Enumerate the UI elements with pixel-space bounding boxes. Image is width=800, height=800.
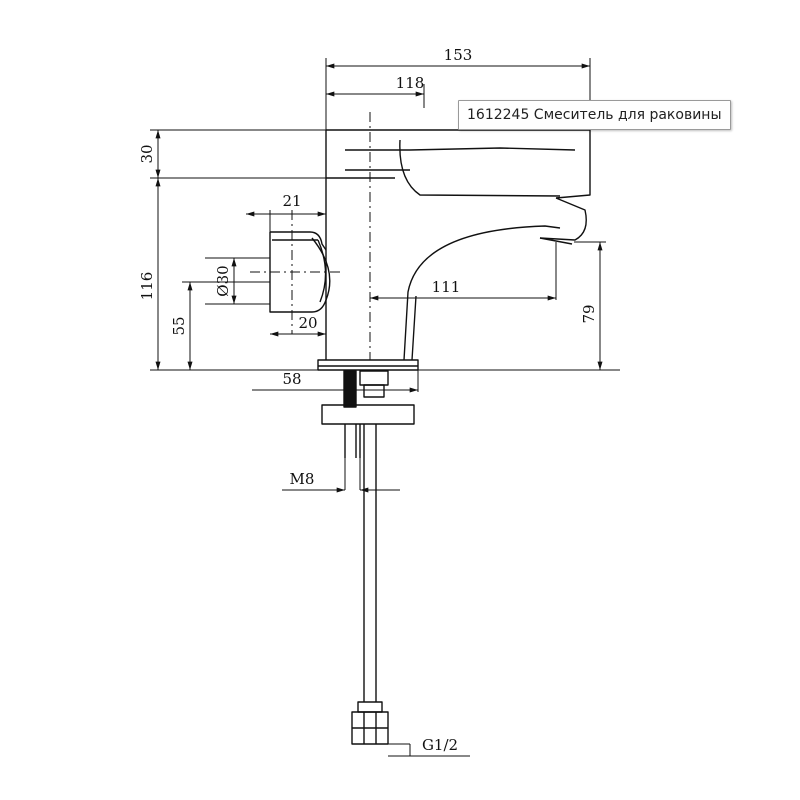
dimension-m8: M8 [290,470,315,488]
dimension-20: 20 [298,314,317,332]
dimension-79: 79 [580,304,598,323]
extension-lines [150,58,620,757]
dimension-58: 58 [282,370,301,388]
dimension-116: 116 [138,272,156,301]
mounting-stud [321,370,415,458]
centre-lines [250,112,371,360]
dimension-30: 30 [138,144,156,163]
dimension-diameter-30: Ø30 [214,265,232,296]
flexible-hose [351,424,389,745]
base-flange [317,359,419,371]
faucet-body [325,129,591,361]
product-caption-tooltip: 1612245 Смеситель для раковины [458,100,731,130]
lever-handle [269,231,331,313]
dimension-g12: G1/2 [422,736,458,754]
dimension-111: 111 [432,278,461,296]
dimension-55: 55 [170,316,188,335]
dimension-21: 21 [282,192,301,210]
dimension-153: 153 [444,46,473,64]
dimension-118: 118 [396,74,425,92]
